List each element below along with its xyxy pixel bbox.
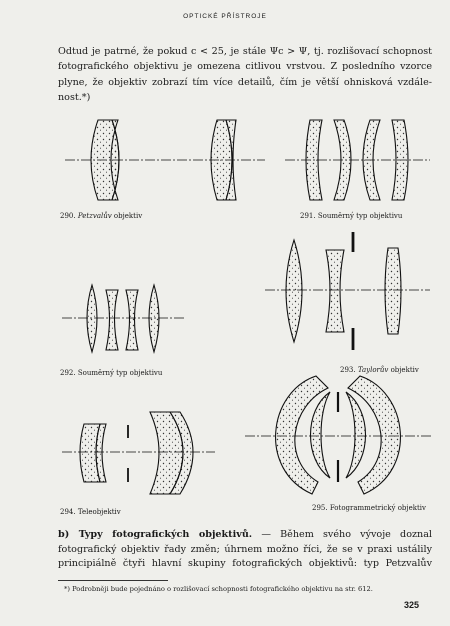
figure-290-diagram	[65, 119, 265, 201]
lens-element	[310, 391, 331, 479]
figure-294-diagram	[62, 411, 215, 495]
section-line: principiálně čtyři hlavní skupiny fotogr…	[58, 558, 432, 570]
figure-292-diagram	[62, 283, 185, 354]
intro-line: fotografického objektivu je omezena citl…	[58, 61, 432, 73]
figure-name: Fotogrammetrický objektiv	[329, 504, 426, 512]
lens-element	[148, 283, 160, 354]
figure-caption: 290. Petzvalův objektiv	[60, 212, 142, 220]
figure-number: 291.	[300, 212, 316, 220]
lens-element	[362, 119, 381, 201]
figure-293-diagram	[265, 232, 430, 350]
figure-caption: 295. Fotogrammetrický objektiv	[312, 504, 426, 512]
section-heading: b) Typy fotografických objektivů.	[58, 529, 253, 540]
section-line: fotografický objektiv řady změn; úhrnem …	[58, 543, 432, 555]
figure-number: 294.	[60, 508, 76, 516]
figure-number: 290.	[60, 212, 76, 220]
figure-caption: 293. Taylorův objektiv	[340, 366, 419, 374]
figure-caption: 291. Souměrný typ objektivu	[300, 212, 402, 220]
running-head: OPTICKÉ PŘÍSTROJE	[183, 13, 267, 20]
lens-element	[225, 119, 237, 201]
footnote-rule	[58, 580, 168, 581]
figure-291-diagram	[285, 119, 430, 201]
figure-name: Souměrný typ objektivu	[317, 212, 403, 220]
lens-element	[275, 375, 329, 495]
figure-name: Teleobjektiv	[77, 508, 121, 516]
figure-name: Petzvalův	[77, 212, 112, 220]
lens-element	[105, 289, 119, 351]
figure-295-diagram	[245, 375, 432, 495]
figure-name: Taylorův	[357, 366, 389, 374]
intro-line: Odtud je patrné, že pokud c < 25, je stá…	[58, 46, 432, 57]
lens-element	[347, 375, 401, 495]
lens-element	[110, 119, 120, 201]
section-line: b) Typy fotografických objektivů. — Běhe…	[58, 528, 432, 543]
section-text: — Během svého vývoje doznal	[252, 529, 432, 540]
section-paragraph: b) Typy fotografických objektivů. — Běhe…	[58, 528, 432, 572]
lens-element	[86, 283, 98, 354]
figure-caption: 292. Souměrný typ objektivu	[60, 369, 162, 377]
lens-element	[285, 238, 303, 344]
figure-name-suffix: objektiv	[388, 366, 419, 374]
lens-element	[305, 119, 323, 201]
lens-element	[384, 247, 402, 335]
figure-number: 293.	[340, 366, 356, 374]
lens-element	[168, 411, 194, 495]
figure-name: Souměrný typ objektivu	[77, 369, 163, 377]
figure-number: 292.	[60, 369, 76, 377]
page-number: 325	[404, 600, 420, 610]
lens-element	[333, 119, 352, 201]
lens-element	[325, 249, 345, 333]
figure-number: 295.	[312, 504, 328, 512]
intro-paragraph: Odtud je patrné, že pokud c < 25, je stá…	[58, 44, 432, 105]
lens-element	[391, 119, 409, 201]
lens-element	[95, 423, 107, 483]
figure-name-suffix: objektiv	[111, 212, 143, 220]
intro-line: plyne, že objektiv zobrazí tím více deta…	[58, 76, 432, 88]
lens-element	[345, 391, 366, 479]
footnote: *) Podrobněji bude pojednáno o rozlišova…	[64, 585, 373, 593]
lens-element	[125, 289, 139, 351]
intro-line: nost.*)	[58, 91, 91, 103]
figure-caption: 294. Teleobjektiv	[60, 508, 121, 516]
